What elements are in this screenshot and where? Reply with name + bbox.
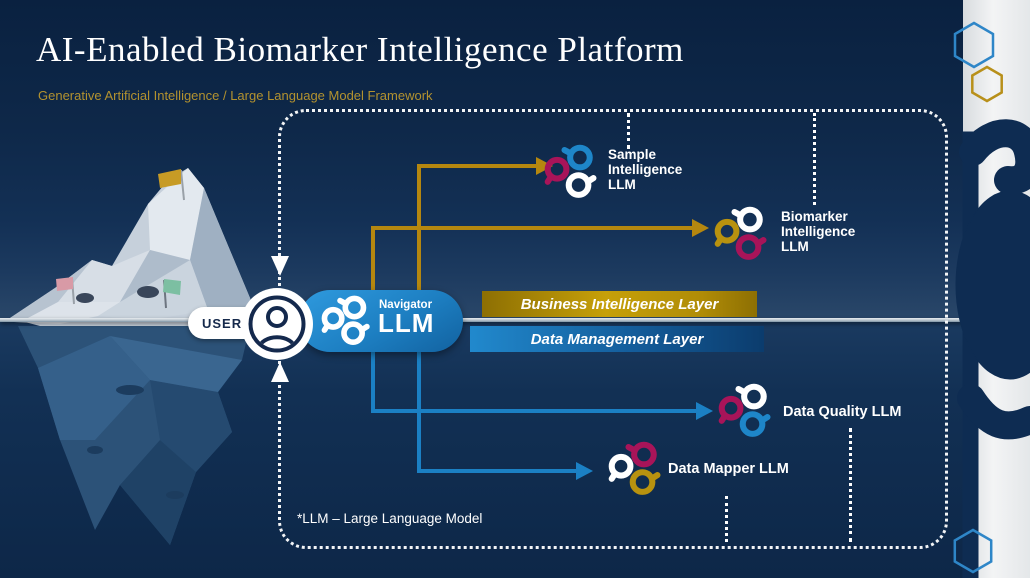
dotted-connector-data-mapper: [725, 496, 728, 542]
hexagon-outline-icon: [953, 528, 993, 574]
llm-footnote: *LLM – Large Language Model: [297, 511, 483, 526]
data-mapper-llm-icon: [608, 441, 661, 495]
hexagon-outline-icon: [971, 65, 1003, 103]
navigator-llm-node: Navigator LLM: [299, 290, 463, 352]
business-intelligence-layer-label: Business Intelligence Layer: [520, 295, 719, 313]
arrow-to-data-mapper-head-icon: [576, 462, 593, 480]
dotted-connector-data-quality: [849, 428, 852, 542]
user-label: USER: [202, 315, 243, 331]
arrow-to-biomarker-head-icon: [692, 219, 709, 237]
arrow-to-data-quality-horizontal: [371, 409, 696, 413]
data-management-layer-bar: Data Management Layer: [470, 326, 764, 352]
arrow-to-biomarker-vertical: [371, 226, 375, 292]
navigator-llm-icon: [321, 295, 370, 346]
data-management-layer-label: Data Management Layer: [530, 330, 704, 348]
iceberg-illustration: [10, 168, 256, 545]
gears-silhouette: [953, 21, 1030, 578]
waterline-divider: [0, 318, 963, 322]
arrow-to-data-mapper-horizontal: [417, 469, 576, 473]
arrow-to-sample-horizontal: [417, 164, 536, 168]
data-quality-llm-icon: [718, 383, 771, 437]
arrow-to-data-quality-vertical: [371, 350, 375, 411]
dotted-connector-sample: [627, 113, 630, 149]
pink-flag-icon: [56, 277, 75, 305]
arrow-up-to-user-icon: [271, 362, 289, 382]
arrow-to-biomarker-horizontal: [371, 226, 692, 230]
navigator-label: Navigator: [379, 299, 433, 311]
navigator-llm-label: LLM: [378, 308, 435, 338]
user-avatar-icon: [241, 288, 313, 360]
arrow-to-data-quality-head-icon: [696, 402, 713, 420]
sample-intelligence-llm-label: Sample Intelligence LLM: [608, 147, 683, 192]
gold-flag-icon: [158, 169, 185, 201]
hexagon-outline-icon: [953, 21, 995, 69]
biomarker-intelligence-llm-icon: [714, 206, 767, 260]
page-subtitle: Generative Artificial Intelligence / Lar…: [38, 88, 433, 103]
green-flag-icon: [163, 279, 181, 309]
data-mapper-llm-label: Data Mapper LLM: [668, 461, 789, 477]
dotted-connector-biomarker: [813, 113, 816, 205]
arrow-to-data-mapper-vertical: [417, 350, 421, 473]
business-intelligence-layer-bar: Business Intelligence Layer: [482, 291, 757, 317]
data-quality-llm-label: Data Quality LLM: [783, 404, 902, 420]
biomarker-intelligence-llm-label: Biomarker Intelligence LLM: [781, 209, 856, 254]
sample-intelligence-llm-icon: [544, 144, 597, 198]
page-title: AI-Enabled Biomarker Intelligence Platfo…: [36, 30, 684, 69]
arrow-down-to-user-icon: [271, 256, 289, 276]
